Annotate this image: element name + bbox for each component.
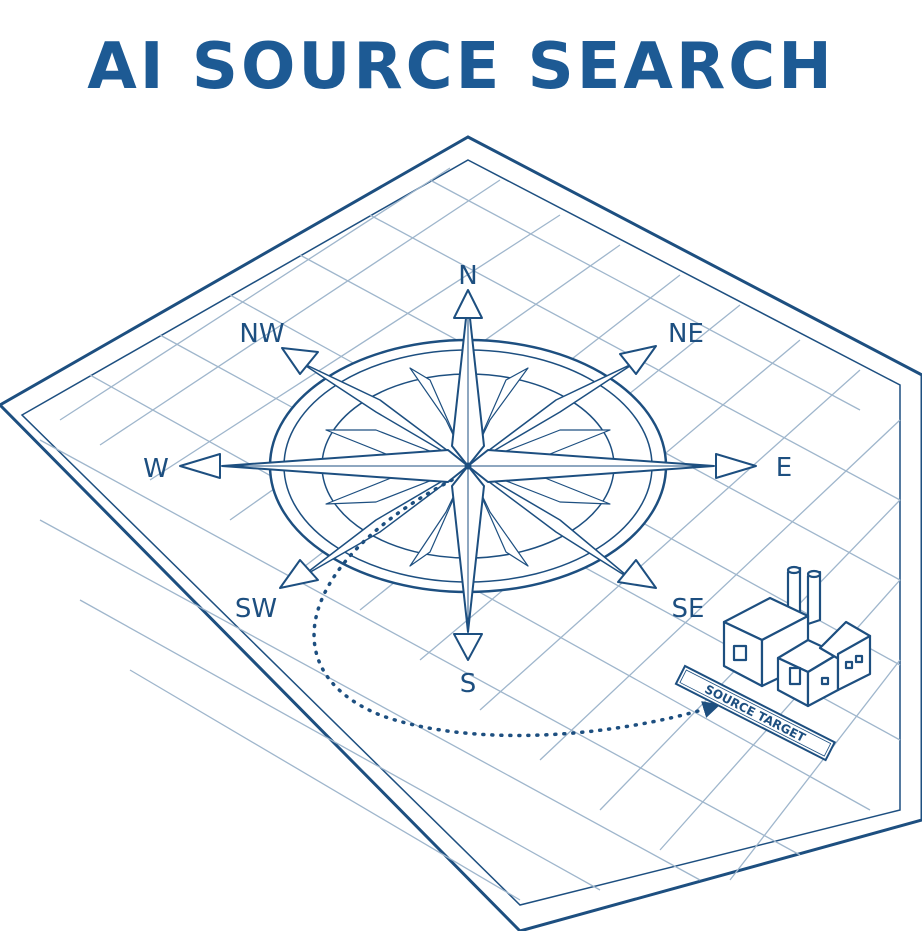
search-path [312, 478, 721, 738]
compass-rose [221, 299, 715, 633]
arrow-sw-icon [279, 559, 319, 589]
arrow-s-icon [453, 633, 483, 661]
arrow-n-icon [453, 289, 483, 319]
factory-icon [722, 565, 872, 708]
direction-arrows [179, 289, 757, 661]
arrow-se-icon [617, 559, 657, 589]
label-nw: NW [239, 319, 284, 349]
label-ne: NE [668, 319, 704, 349]
label-s: S [460, 669, 477, 699]
label-w: W [143, 454, 169, 484]
label-se: SE [672, 594, 705, 624]
arrow-w-icon [179, 453, 221, 479]
arrow-ne-icon [619, 345, 657, 375]
direction-labels: N NE E SE S SW W NW [143, 261, 792, 699]
arrow-e-icon [715, 453, 757, 479]
page-title: AI SOURCE SEARCH [87, 30, 835, 104]
label-e: E [776, 453, 792, 483]
arrow-nw-icon [281, 347, 319, 375]
label-sw: SW [235, 594, 277, 624]
label-n: N [458, 261, 477, 291]
